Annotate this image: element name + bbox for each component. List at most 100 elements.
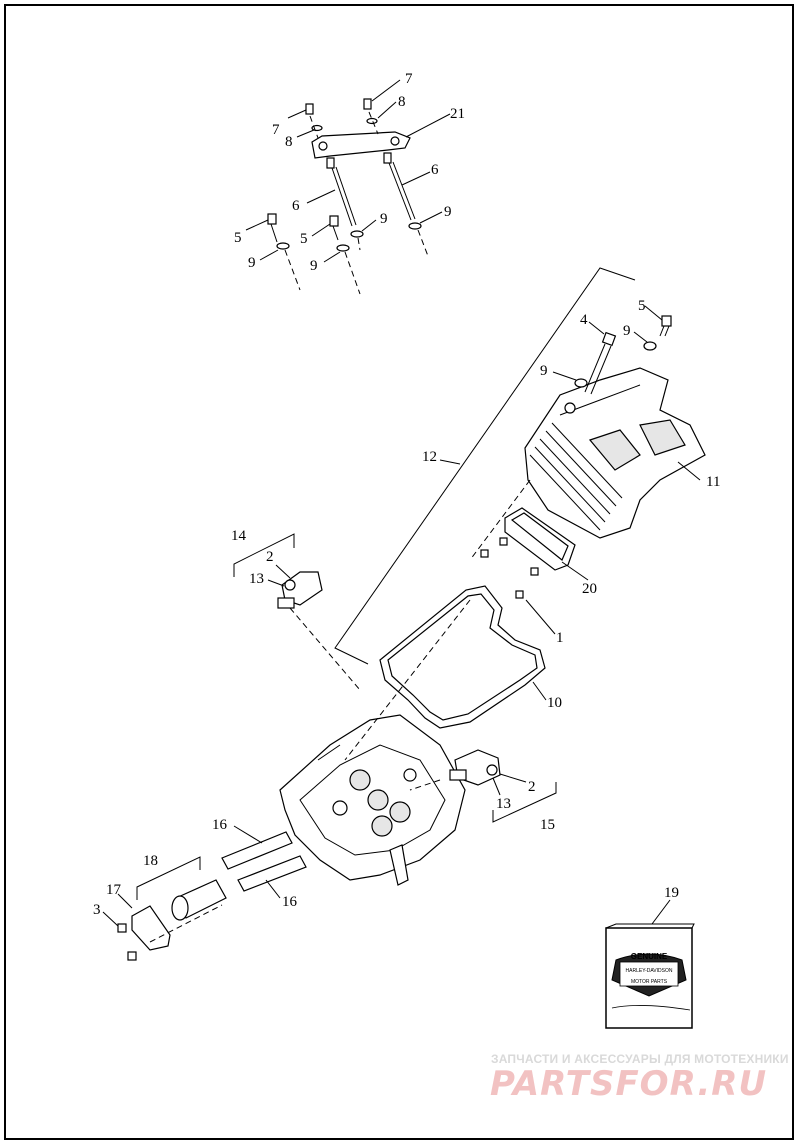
head-port [332, 800, 348, 816]
bolt-4-head [601, 331, 617, 347]
leader [233, 825, 263, 844]
leader [377, 101, 397, 119]
screw-3 [127, 951, 137, 961]
bolt-4-shaft [584, 343, 606, 393]
bolt-5 [267, 213, 277, 225]
callout-label: 7 [405, 71, 413, 87]
leader [419, 211, 443, 224]
bracket-14 [233, 533, 295, 577]
callout-label: 2 [266, 549, 274, 565]
head-inner [299, 744, 446, 856]
callout-label: 12 [422, 449, 437, 465]
pushrod-16 [221, 831, 293, 870]
leader [633, 331, 648, 343]
dashed-leader [368, 111, 379, 135]
callout-label: 13 [496, 796, 511, 812]
dashed-leader [469, 479, 531, 561]
callout-label: 20 [582, 581, 597, 597]
leader [405, 113, 451, 138]
rocker-cover [524, 315, 706, 539]
badge-line3: MOTOR PARTS [631, 979, 668, 985]
callout-label: 5 [300, 231, 308, 247]
washer-9 [574, 378, 588, 388]
callout-label: 9 [380, 211, 388, 227]
cover-fin [545, 430, 617, 507]
dashed-leader [417, 229, 429, 257]
badge-line1: GENUINE [631, 952, 668, 961]
screw-1 [499, 537, 508, 546]
dashed-leader [309, 115, 319, 139]
callout-label: 7 [272, 122, 280, 138]
dashed-leader [149, 904, 223, 943]
bracket-18 [136, 856, 201, 900]
leader [323, 251, 341, 263]
rocker-arm-15 [449, 749, 501, 786]
callout-label: 14 [231, 528, 247, 544]
callout-label: 17 [106, 882, 122, 898]
leader [677, 461, 701, 481]
watermark-caption: ЗАПЧАСТИ И АКСЕССУАРЫ ДЛЯ МОТОТЕХНИКИ [491, 1052, 789, 1066]
cover-fin [534, 446, 606, 523]
head-port [403, 768, 417, 782]
callout-label: 16 [282, 894, 298, 910]
leader [245, 219, 269, 231]
bolt-6-shaft [331, 167, 353, 227]
head-stud [389, 844, 409, 886]
box-swirl [611, 1005, 691, 1011]
leader [296, 129, 315, 138]
bolt-5-shaft [659, 325, 665, 337]
assembly-lines [149, 479, 531, 943]
callout-label: 9 [623, 323, 631, 339]
rocker-bolt-13 [486, 764, 498, 776]
callout-label: 16 [212, 817, 228, 833]
valve-spring [349, 769, 371, 791]
callout-label: 4 [580, 312, 588, 328]
bracket-hole [390, 136, 400, 146]
callout-labels: 7 8 7 8 21 6 6 5 9 5 9 9 9 5 4 9 9 12 11… [93, 71, 720, 918]
bolt-6-shaft [335, 166, 357, 226]
callout-label: 13 [249, 571, 264, 587]
bolt-6-head [383, 152, 392, 164]
valve-spring [389, 801, 411, 823]
callout-label: 10 [547, 695, 562, 711]
callout-label: 18 [143, 853, 158, 869]
badge-line2: HARLEY-DAVIDSON [626, 968, 673, 974]
leader [117, 893, 133, 909]
leader [287, 109, 307, 119]
bolt-5-shaft [332, 225, 339, 241]
cover-plate-17 [131, 905, 171, 951]
leader [267, 579, 285, 587]
bracket-15 [492, 782, 557, 823]
camshaft-end [171, 895, 189, 921]
dashed-leader [357, 237, 361, 251]
leader [371, 79, 401, 102]
pushrod-assembly [117, 831, 307, 961]
watermark-logo: PARTSFOR.RU [490, 1064, 768, 1104]
dashed-leader [344, 599, 471, 761]
screw-7 [363, 98, 372, 110]
leader [311, 223, 331, 237]
leader [499, 773, 527, 783]
callout-label: 9 [444, 204, 452, 220]
callout-label: 19 [664, 885, 679, 901]
dashed-leader [344, 251, 361, 295]
bolt-6-head [326, 157, 335, 169]
callout-label: 2 [528, 779, 536, 795]
cover-fin [551, 422, 623, 499]
bolt-5-shaft [664, 325, 670, 337]
leader-lines [102, 79, 701, 927]
rocker-arm-14 [277, 571, 323, 609]
rocker-bolt-13 [284, 579, 296, 591]
leader [439, 459, 461, 465]
bolt-6-shaft [392, 161, 416, 220]
gasket-10 [379, 585, 546, 729]
leader [525, 599, 556, 635]
leader [275, 564, 291, 579]
cover-recess [588, 429, 641, 471]
plate-20 [504, 507, 576, 571]
washer-8 [366, 117, 378, 125]
screw-1 [530, 567, 539, 576]
cover-boss [564, 402, 576, 414]
leader [644, 305, 663, 321]
callout-label: 9 [310, 258, 318, 274]
